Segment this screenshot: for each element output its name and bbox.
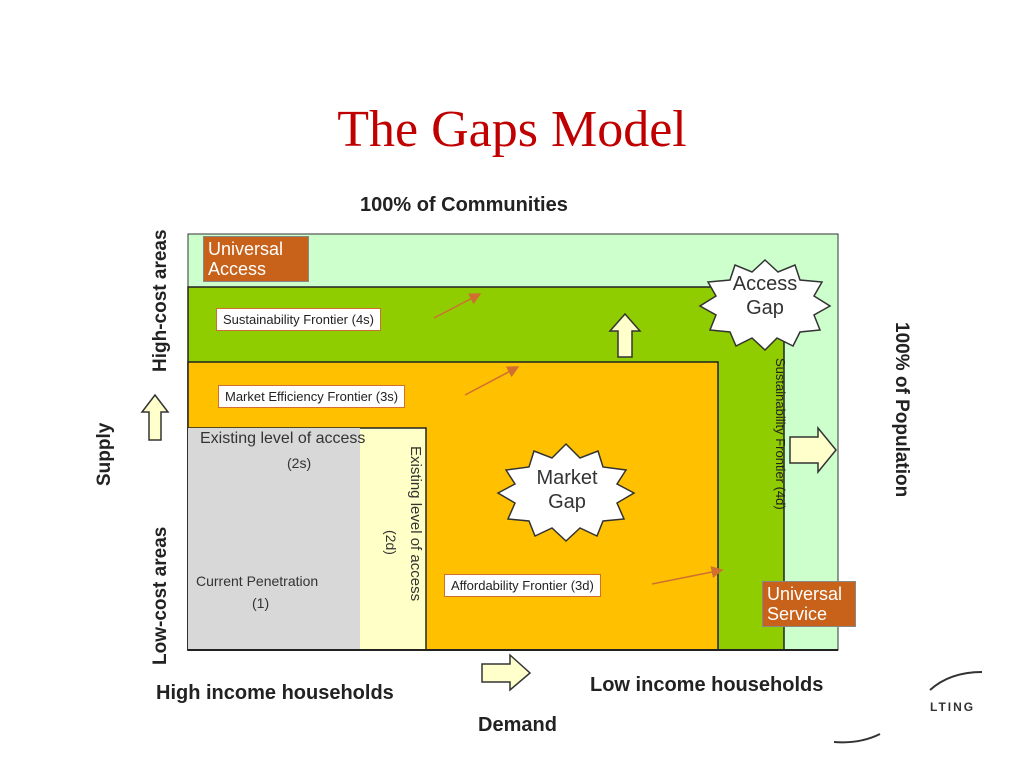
current-penetration-code: (1) [252,595,270,611]
existing-access-supply-code: (2s) [287,455,312,471]
access-gap-label: Access Gap [732,273,798,319]
affordability-3d-arrow [651,566,724,585]
existing-access-supply-title: Existing level of access [200,430,366,447]
existing-access-demand-code: (2d) [383,530,399,555]
logo-swoosh-top [929,671,983,691]
right-axis-label: 100% of Population [891,322,912,498]
population-right-arrow-icon [789,425,837,475]
bottom-right-axis-label: Low income households [590,674,824,696]
top-axis-label: 100% of Communities [360,194,568,216]
affordability-frontier-3d-label: Affordability Frontier (3d) [444,574,601,597]
left-top-axis-label: High-cost areas [150,229,171,372]
bottom-left-axis-label: High income households [156,682,394,704]
supply-axis-label: Supply [94,422,115,486]
sustainability-frontier-4d-label: Sustainability Frontier (4d) [773,358,788,510]
market-gap-label: Market Gap [536,467,598,513]
left-bottom-axis-label: Low-cost areas [150,526,171,665]
supply-up-arrow-icon [140,393,170,441]
access-gap-burst [698,258,832,352]
market-gap-burst [496,442,636,543]
up-arrow-icon [608,312,642,358]
sustainability-4s-arrow [433,293,482,319]
existing-access-demand-title: Existing level of access [407,446,424,602]
market-efficiency-3s-arrow [464,366,520,396]
demand-right-arrow-icon [481,653,532,692]
sustainability-frontier-4s-label: Sustainability Frontier (4s) [216,308,381,331]
existing-access-supply-region [188,428,360,650]
market-efficiency-frontier-3s-label: Market Efficiency Frontier (3s) [218,385,406,408]
current-penetration-label: Current Penetration [196,573,319,589]
universal-service-box: Universal Service [762,581,856,627]
logo-swoosh-bottom [833,733,881,744]
logo-text-fragment: LTING [930,700,976,714]
page-title: The Gaps Model [337,101,687,158]
universal-access-box: Universal Access [203,236,309,282]
demand-axis-label: Demand [478,714,557,736]
